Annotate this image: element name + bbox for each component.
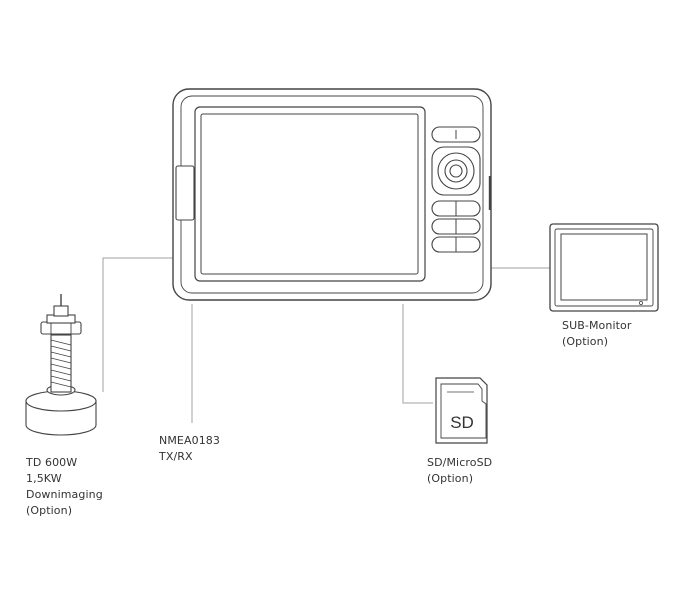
transducer-label-line-3: Downimaging [26, 488, 103, 501]
transducer-label: TD 600W 1,5KW Downimaging (Option) [26, 455, 103, 519]
sub-monitor-icon [549, 223, 659, 312]
transducer-icon [25, 294, 97, 436]
wire-transducer [102, 257, 175, 392]
dpad-center [449, 164, 463, 178]
screen [200, 113, 419, 275]
transducer-label-line-2: 1,5KW [26, 472, 62, 485]
thread-lines [50, 339, 72, 388]
wires [102, 257, 550, 423]
transducer-nut [40, 321, 82, 335]
sd-card-text: SD [450, 413, 474, 432]
sub-monitor-label-line-1: SUB-Monitor [562, 319, 632, 332]
sd-card-inner [440, 383, 487, 439]
transducer-top [53, 305, 69, 317]
sd-card-label-line-2: (Option) [427, 472, 474, 485]
wire-sd [402, 304, 433, 404]
sub-monitor-screen [560, 233, 648, 301]
sub-monitor-label-line-2: (Option) [562, 335, 609, 348]
nmea-label-line-2: TX/RX [159, 450, 193, 463]
nmea-label: NMEA0183 TX/RX [159, 433, 220, 465]
transducer-label-line-1: TD 600W [26, 456, 78, 469]
sub-monitor-power-led [639, 300, 644, 305]
transducer-thread [50, 334, 72, 393]
transducer-label-line-4: (Option) [26, 504, 73, 517]
sd-card-icon: SD [435, 377, 488, 444]
sub-monitor-label: SUB-Monitor (Option) [562, 318, 631, 350]
nmea-label-line-1: NMEA0183 [159, 434, 220, 447]
side-port-cover [175, 165, 195, 221]
sd-card-label: SD/MicroSD (Option) [427, 455, 492, 487]
sd-card-label-line-1: SD/MicroSD [427, 456, 493, 469]
main-display-unit [172, 88, 492, 301]
